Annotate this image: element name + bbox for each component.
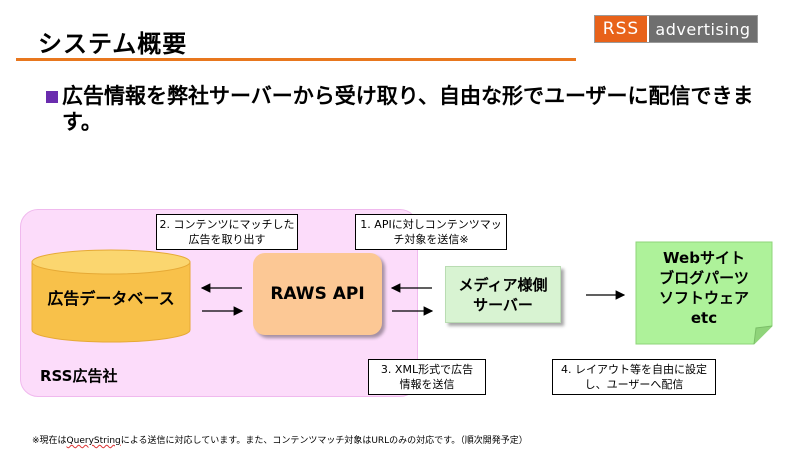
callout-step-1-line1: 1. APIに対しコンテンツマッ — [360, 218, 502, 231]
website-line2: ブログパーツ — [659, 269, 749, 287]
callout-step-2-line2: 広告を取り出す — [188, 233, 266, 246]
footnote-before: ※現在は — [32, 436, 67, 446]
media-server-line1: メディア様側 — [458, 275, 548, 294]
page-title: システム概要 — [38, 30, 188, 58]
summary-statement: 広告情報を弊社サーバーから受け取り、自由な形でユーザーに配信できます。 — [62, 84, 754, 134]
website-line1: Webサイト — [663, 249, 745, 267]
footnote-after: による送信に対応しています。また、コンテンツマッチ対象はURLのみの対応です。（… — [120, 436, 528, 446]
callout-step-3-line2: 情報を送信 — [399, 378, 455, 391]
callout-step-2: 2. コンテンツにマッチした 広告を取り出す — [156, 214, 298, 250]
rss-company-label: RSS広告社 — [40, 367, 118, 385]
ad-database-label: 広告データベース — [47, 289, 175, 308]
website-note-text: Webサイト ブログパーツ ソフトウェア etc — [636, 248, 772, 328]
callout-step-4-line1: 4. レイアウト等を自由に設定 — [561, 363, 707, 376]
callout-step-1: 1. APIに対しコンテンツマッ チ対象を送信※ — [355, 214, 507, 250]
raws-api-label: RAWS API — [270, 284, 365, 304]
logo-rss-text: RSS — [595, 16, 647, 42]
title-underline — [16, 58, 576, 61]
callout-step-2-line1: 2. コンテンツにマッチした — [159, 218, 295, 231]
media-server-line2: サーバー — [473, 295, 533, 314]
bullet-square-icon — [46, 91, 58, 103]
footnote-querystring: QueryString — [66, 436, 121, 446]
website-line3: ソフトウェア — [658, 289, 749, 307]
callout-step-4-line2: し、ユーザーへ配信 — [584, 378, 684, 391]
logo-advertising-text: advertising — [647, 16, 757, 42]
callout-step-4: 4. レイアウト等を自由に設定 し、ユーザーへ配信 — [552, 359, 716, 395]
database-cylinder-icon — [31, 249, 191, 343]
callout-step-1-line2: チ対象を送信※ — [393, 233, 469, 246]
rss-advertising-logo: RSS advertising — [594, 15, 758, 43]
media-server-box: メディア様側 サーバー — [445, 266, 561, 323]
raws-api-box: RAWS API — [253, 253, 382, 335]
website-note-shape — [635, 241, 773, 345]
callout-step-3-line1: 3. XML形式で広告 — [380, 363, 474, 376]
website-line4: etc — [690, 309, 718, 327]
footnote: ※現在はQueryStringによる送信に対応しています。また、コンテンツマッチ… — [32, 433, 528, 446]
callout-step-3: 3. XML形式で広告 情報を送信 — [368, 359, 486, 395]
